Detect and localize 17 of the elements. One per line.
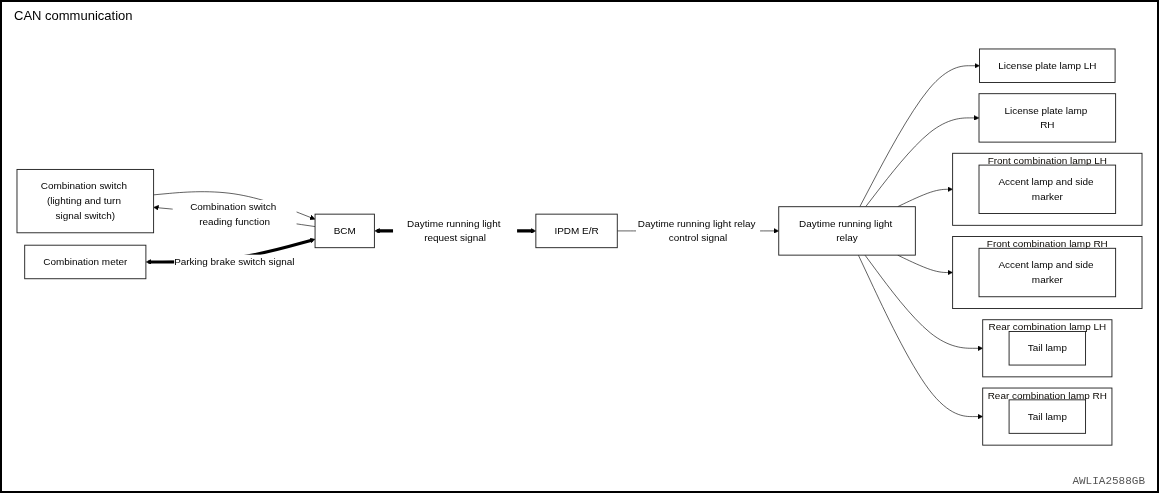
node-box: IPDM E/R: [535, 214, 618, 249]
node-box: BCM: [314, 214, 375, 249]
node-box: Daytime running light relay: [778, 206, 916, 257]
edge-label: Parking brake switch signal: [174, 256, 295, 268]
node-box: Combination switch (lighting and turn signal switch): [16, 169, 155, 234]
edge-label: Daytime running light request signal: [407, 218, 501, 244]
edge-label: Combination switch reading function: [190, 202, 277, 228]
bus-label: CAN communication: [14, 8, 133, 23]
node-box: Tail lamp: [1008, 399, 1086, 435]
node-box: Accent lamp and side marker: [978, 248, 1117, 298]
figure-code: AWLIA2588GB: [1072, 475, 1145, 487]
edge-label: Daytime running light relay control signal: [637, 218, 756, 244]
node-box: License plate lamp LH: [979, 48, 1116, 84]
node-box: Tail lamp: [1008, 331, 1086, 366]
node-box: Combination meter: [24, 245, 147, 280]
node-box: Accent lamp and side marker: [978, 165, 1117, 215]
node-box: License plate lamp RH: [978, 93, 1117, 143]
